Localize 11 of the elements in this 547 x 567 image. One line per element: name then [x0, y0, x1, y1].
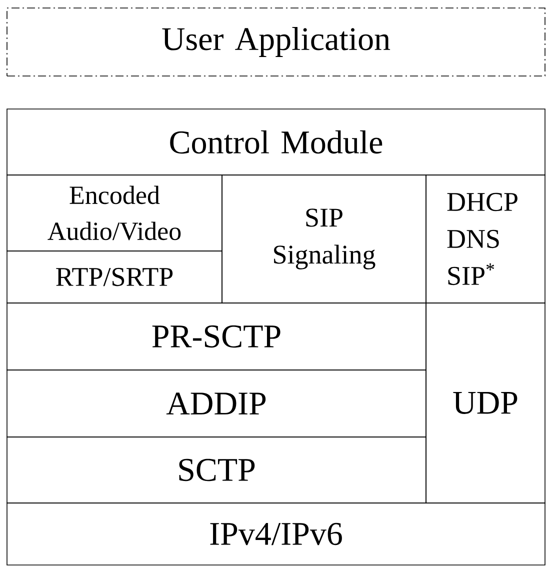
layer-cell: PR-SCTP	[6, 302, 426, 370]
layer-cell: Control Module	[6, 108, 546, 176]
layer-cell: ADDIP	[6, 370, 426, 438]
layer-cell: Encoded Audio/Video	[6, 174, 222, 252]
layer-cell: SCTP	[6, 436, 426, 504]
layer-cell: DHCP DNS SIP$^{*}$	[426, 174, 546, 304]
layer-cell: IPv4/IPv6	[6, 502, 546, 566]
layer-cell: SIP Signaling	[222, 174, 426, 304]
layer-cell: UDP	[426, 302, 546, 504]
application-box: User Application	[6, 8, 546, 76]
layer-cell: RTP/SRTP	[6, 250, 222, 304]
